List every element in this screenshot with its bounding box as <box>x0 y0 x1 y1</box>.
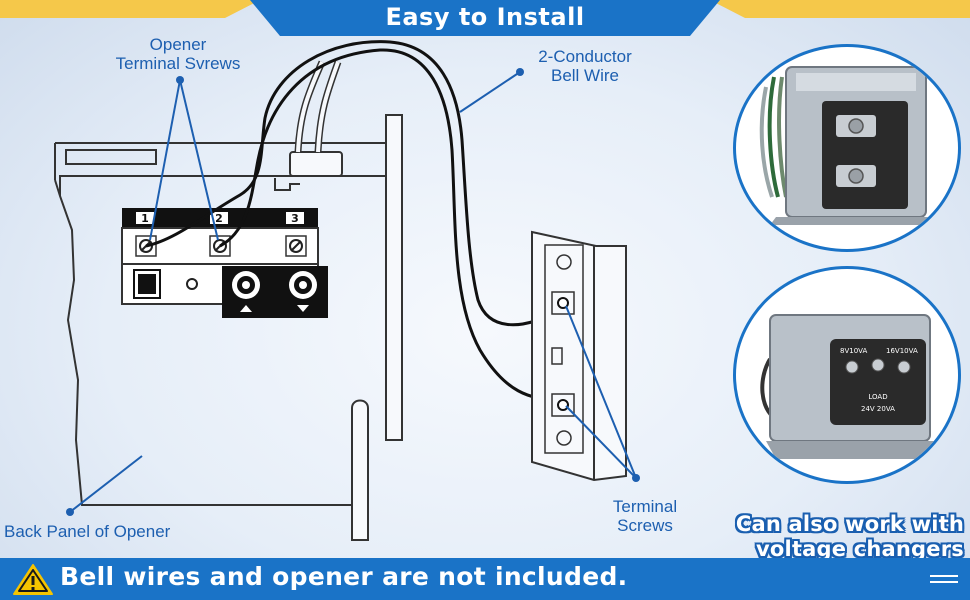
learn-button <box>138 274 156 294</box>
header-highlight-left <box>0 0 260 18</box>
wall-terminal-screw-lower-icon <box>557 399 569 411</box>
mount-screw-top-icon <box>556 254 572 270</box>
wall-terminal-upper <box>551 291 575 315</box>
bracket-tab <box>274 178 300 191</box>
support-rod <box>351 399 369 541</box>
footer-bar <box>0 558 970 600</box>
leader-terminal-lower <box>565 405 637 479</box>
label-back-panel: Back Panel of Opener <box>4 522 171 541</box>
label-bell-line1: 2-Conductor <box>538 47 632 66</box>
opener-slot <box>65 149 157 165</box>
transformer-1-illustration <box>759 66 944 225</box>
label-terminal-line1: Terminal <box>612 497 678 516</box>
leader-terminal-upper <box>565 305 637 479</box>
header-highlight-right <box>710 0 970 18</box>
limit-dial-icon-1 <box>232 271 260 299</box>
open-limit-icon <box>240 305 252 312</box>
label-bell-wire: 2-Conductor Bell Wire <box>515 47 655 85</box>
menu-icon[interactable] <box>930 575 958 585</box>
bell-wire-1 <box>145 40 561 327</box>
transformer-2-load-rating: 24V 20VA <box>861 405 895 413</box>
opener-rail <box>385 114 403 441</box>
opener-edge <box>54 143 61 197</box>
power-cord-inner-2 <box>316 61 340 153</box>
callout-line2: voltage changers <box>756 537 964 561</box>
cable-bracket <box>289 151 343 177</box>
label-opener-terminal-screws: Opener Terminal Svrews <box>98 35 258 73</box>
disclaimer-text: Bell wires and opener are not included. <box>60 562 628 591</box>
label-terminal-line2: Screws <box>617 516 673 535</box>
leader-dot-terminal <box>632 474 640 482</box>
close-limit-icon <box>297 305 309 312</box>
wall-terminal-screw-upper-icon <box>557 297 569 309</box>
label-terminal-screws: Terminal Screws <box>590 497 700 535</box>
callout-line1: Can also work with <box>735 512 964 536</box>
leader-opener-screw-1 <box>149 79 181 241</box>
title-banner <box>250 0 720 36</box>
wall-button-housing <box>531 230 627 482</box>
terminal-number-2: 2 <box>215 212 223 225</box>
label-bell-line2: Bell Wire <box>550 66 619 85</box>
transformer-image-2: 8V10VA 16V10VA LOAD 24V 20VA <box>733 266 961 484</box>
page-title: Easy to Install <box>385 3 585 31</box>
leader-dot-bell <box>516 68 524 76</box>
wall-switch <box>551 347 563 365</box>
terminal-number-1: 1 <box>141 212 149 225</box>
transformer-2-illustration: 8V10VA 16V10VA LOAD 24V 20VA <box>760 314 950 459</box>
voltage-changer-callout: Can also work with voltage changers <box>700 512 964 562</box>
terminal-number-3: 3 <box>291 212 299 225</box>
leader-dot-opener <box>176 76 184 84</box>
opener-outline <box>55 142 389 506</box>
terminal-screw-icon-3 <box>289 239 303 253</box>
label-opener-line1: Opener <box>149 35 207 54</box>
indicator-led <box>186 278 198 290</box>
label-opener-line2: Terminal Svrews <box>115 54 241 73</box>
leader-back-panel <box>69 455 143 513</box>
power-cord-inner <box>296 61 324 153</box>
limit-dial-icon-2 <box>289 271 317 299</box>
leader-opener-screw-2 <box>179 79 219 241</box>
mount-screw-bottom-icon <box>556 430 572 446</box>
transformer-image-1 <box>733 44 961 252</box>
transformer-2-load: LOAD <box>868 393 887 401</box>
warning-icon <box>13 564 53 595</box>
transformer-2-left-rating: 8V10VA <box>840 347 867 355</box>
terminal-number-box-3 <box>286 212 304 224</box>
leader-bell-wire <box>459 71 521 113</box>
transformer-2-right-rating: 16V10VA <box>886 347 918 355</box>
wall-terminal-lower <box>551 393 575 417</box>
bell-wire-2 <box>219 48 561 402</box>
title-bar <box>0 0 970 36</box>
leader-dot-back-panel <box>66 508 74 516</box>
terminal-number-box-1 <box>136 212 154 224</box>
